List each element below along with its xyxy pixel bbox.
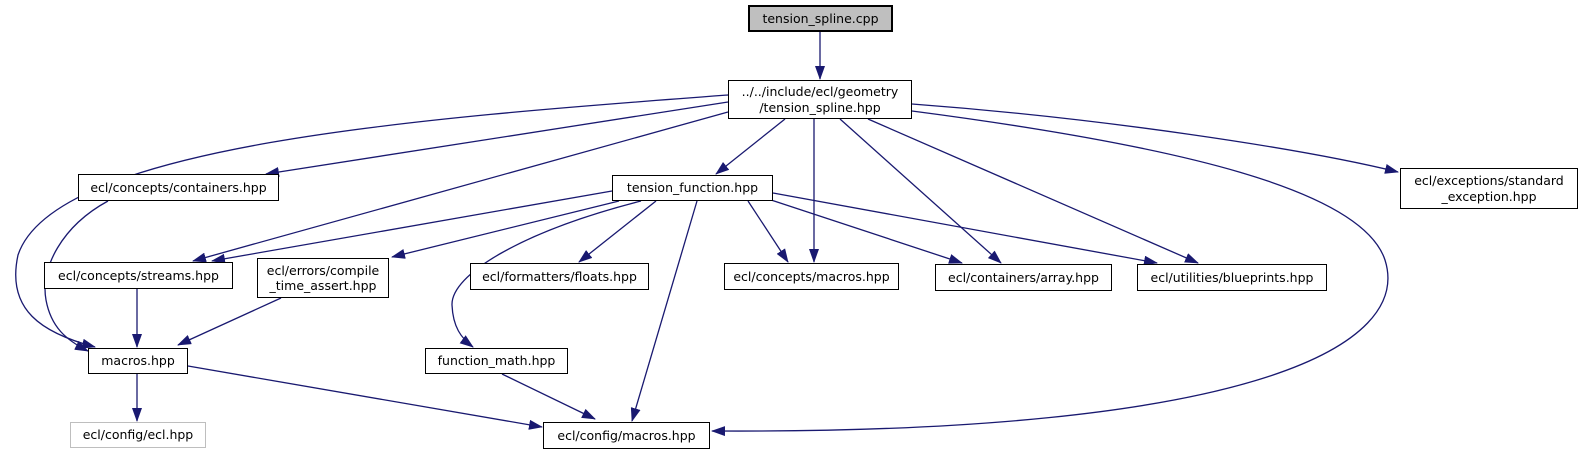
edge-tension-function-hpp--to--ecl-errors-compile-time-assert-hpp (391, 200, 620, 259)
node-ecl-concepts-macros-hpp[interactable]: ecl/concepts/macros.hpp (724, 263, 899, 290)
edge-tension-spline-hpp--to--ecl-config-macros-hpp (711, 110, 1389, 437)
edge-tension-spline-hpp--to--tension-function-hpp (715, 118, 786, 175)
node-ecl-containers-array-hpp[interactable]: ecl/containers/array.hpp (935, 264, 1112, 291)
edge-tension-function-hpp--to--ecl-concepts-streams-hpp (211, 190, 613, 264)
edge-function-math-hpp--to--ecl-config-macros-hpp (501, 373, 596, 420)
node-ecl-formatters-floats-hpp[interactable]: ecl/formatters/floats.hpp (470, 263, 649, 290)
node-ecl-utilities-blueprints-hpp[interactable]: ecl/utilities/blueprints.hpp (1137, 264, 1327, 291)
node-ecl-config-macros-hpp[interactable]: ecl/config/macros.hpp (543, 422, 710, 449)
edge-tension-function-hpp--to--ecl-concepts-macros-hpp (747, 200, 789, 263)
node-label: ecl/formatters/floats.hpp (482, 268, 637, 284)
node-ecl-exceptions-standard-exception-hpp[interactable]: ecl/exceptions/standard _exception.hpp (1400, 168, 1578, 209)
edge-tension-function-hpp--to--ecl-config-macros-hpp (630, 200, 698, 422)
node-tension-spline-cpp: tension_spline.cpp (748, 5, 893, 32)
node-label: ecl/concepts/containers.hpp (90, 179, 267, 195)
node-macros-hpp[interactable]: macros.hpp (88, 348, 188, 374)
edge-tension-spline-hpp--to--ecl-containers-array-hpp (839, 118, 1002, 264)
node-ecl-errors-compile-time-assert-hpp[interactable]: ecl/errors/compile _time_assert.hpp (257, 258, 389, 298)
node-label: tension_spline.cpp (762, 10, 879, 26)
node-label: ecl/concepts/streams.hpp (58, 267, 219, 283)
edge-tension-spline-hpp--to--macros-hpp (15, 94, 729, 349)
node-label: ecl/concepts/macros.hpp (733, 268, 890, 284)
edge-tension-spline-hpp--to--ecl-concepts-containers-hpp (265, 101, 729, 177)
edge-tension-spline-hpp--to--ecl-concepts-streams-hpp (192, 111, 729, 263)
node-label: function_math.hpp (437, 353, 556, 369)
edge-ecl-errors-compile-time-assert-hpp--to--macros-hpp (177, 297, 282, 346)
node-tension-function-hpp[interactable]: tension_function.hpp (612, 175, 773, 201)
node-label: macros.hpp (101, 353, 175, 369)
node-label: ../../include/ecl/geometry /tension_spli… (741, 84, 899, 115)
edge-tension-function-hpp--to--ecl-utilities-blueprints-hpp (772, 192, 1158, 266)
node-label: ecl/utilities/blueprints.hpp (1150, 269, 1314, 285)
node-function-math-hpp[interactable]: function_math.hpp (425, 348, 568, 374)
edge-tension-spline-hpp--to--ecl-exceptions-standard-exception-hpp (911, 103, 1399, 174)
edge-tension-function-hpp--to--ecl-formatters-floats-hpp (578, 200, 657, 263)
edge-ecl-concepts-containers-hpp--to--macros-hpp (44, 200, 109, 352)
node-ecl-concepts-streams-hpp[interactable]: ecl/concepts/streams.hpp (44, 262, 233, 289)
edge-tension-spline-hpp--to--ecl-utilities-blueprints-hpp (867, 118, 1199, 264)
node-label: ecl/config/ecl.hpp (82, 427, 194, 443)
node-label: ecl/containers/array.hpp (948, 269, 1099, 285)
edge-macros-hpp--to--ecl-config-macros-hpp (187, 365, 543, 430)
node-label: ecl/errors/compile _time_assert.hpp (266, 262, 380, 293)
edge-tension-function-hpp--to--ecl-containers-array-hpp (764, 197, 963, 264)
node-label: ecl/config/macros.hpp (557, 427, 696, 443)
node-label: ecl/exceptions/standard _exception.hpp (1414, 173, 1564, 204)
node-label: tension_function.hpp (626, 180, 759, 196)
edge-tension-function-hpp--to--function-math-hpp (451, 200, 642, 348)
node-tension-spline-hpp[interactable]: ../../include/ecl/geometry /tension_spli… (728, 80, 912, 119)
node-ecl-config-ecl-hpp: ecl/config/ecl.hpp (70, 422, 206, 448)
node-ecl-concepts-containers-hpp[interactable]: ecl/concepts/containers.hpp (78, 174, 279, 201)
